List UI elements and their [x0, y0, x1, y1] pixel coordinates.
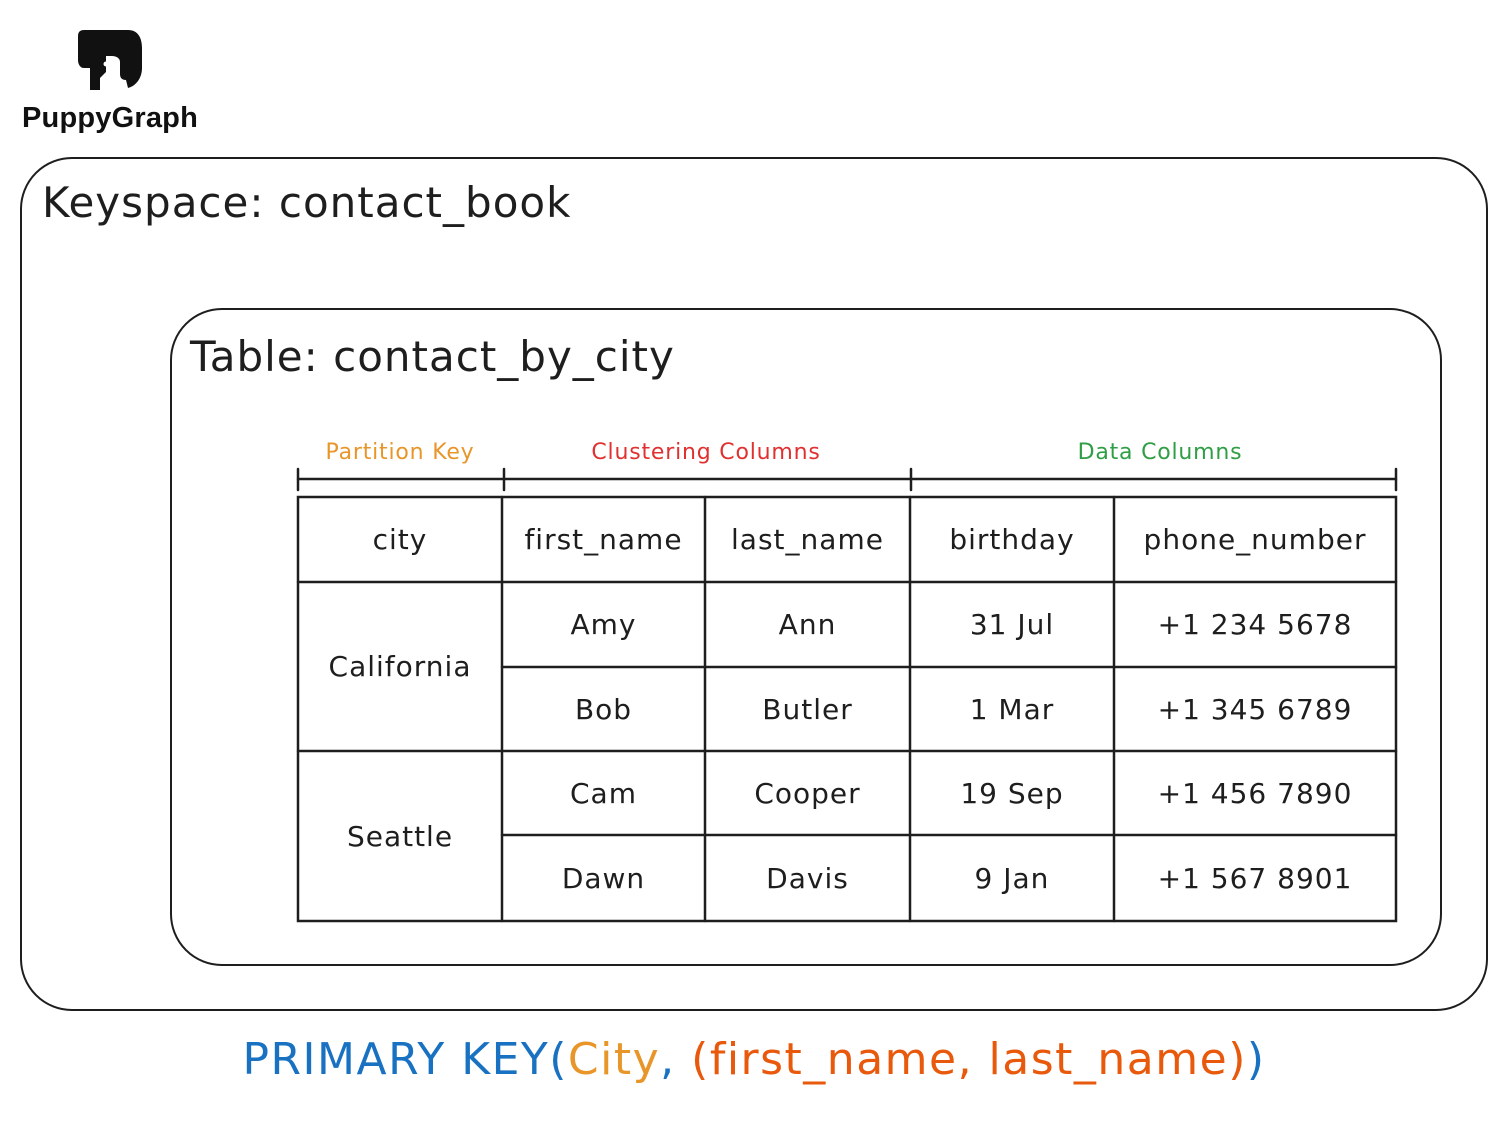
table-cell: Cam: [570, 776, 637, 810]
table-cell: Bob: [574, 692, 633, 726]
table-cell: 1 Mar: [969, 692, 1055, 726]
table-cell: Butler: [762, 692, 853, 726]
table-cell: Dawn: [561, 861, 646, 895]
primary-key-partition: City: [567, 1034, 661, 1085]
table-cell: +1 234 5678: [1157, 608, 1353, 641]
partition-city-seattle: Seattle: [346, 819, 454, 853]
header-first-name: first_name: [524, 523, 683, 556]
table-cell: +1 345 6789: [1157, 692, 1353, 726]
header-city: city: [372, 523, 428, 556]
table-cell: Amy: [570, 608, 637, 641]
puppy-icon: [78, 30, 142, 90]
keyspace-title: Keyspace: contact_book: [42, 178, 572, 227]
table-cell: +1 456 7890: [1157, 776, 1353, 810]
table-cell: 19 Sep: [960, 776, 1064, 810]
table-title: Table: contact_by_city: [190, 332, 675, 381]
header-last-name: last_name: [731, 523, 884, 556]
header-birthday: birthday: [949, 523, 1075, 556]
contact-table: city first_name last_name birthday phone…: [298, 497, 1396, 921]
keyspace-container: [20, 157, 1488, 1011]
primary-key-clustering: (first_name, last_name): [691, 1034, 1247, 1085]
primary-key-prefix: PRIMARY KEY(: [242, 1034, 568, 1085]
logo-text: PuppyGraph: [22, 102, 199, 134]
primary-key-expression: PRIMARY KEY(City, (first_name, last_name…: [0, 1034, 1508, 1085]
partition-key-label: Partition Key: [325, 440, 475, 465]
table-container: [170, 308, 1442, 966]
table-cell: +1 567 8901: [1157, 861, 1353, 895]
table-cell: Ann: [778, 608, 837, 641]
table-cell: 31 Jul: [969, 608, 1055, 641]
table-cell: Davis: [766, 861, 849, 895]
partition-city-california: California: [328, 650, 472, 683]
header-phone-number: phone_number: [1143, 523, 1367, 556]
puppygraph-logo: PuppyGraph: [20, 26, 210, 146]
clustering-columns-label: Clustering Columns: [591, 440, 821, 465]
data-columns-label: Data Columns: [1077, 440, 1243, 465]
primary-key-suffix: ): [1246, 1034, 1266, 1085]
table-cell: 9 Jan: [974, 861, 1050, 895]
primary-key-separator: ,: [660, 1034, 692, 1085]
table-cell: Cooper: [754, 776, 861, 810]
